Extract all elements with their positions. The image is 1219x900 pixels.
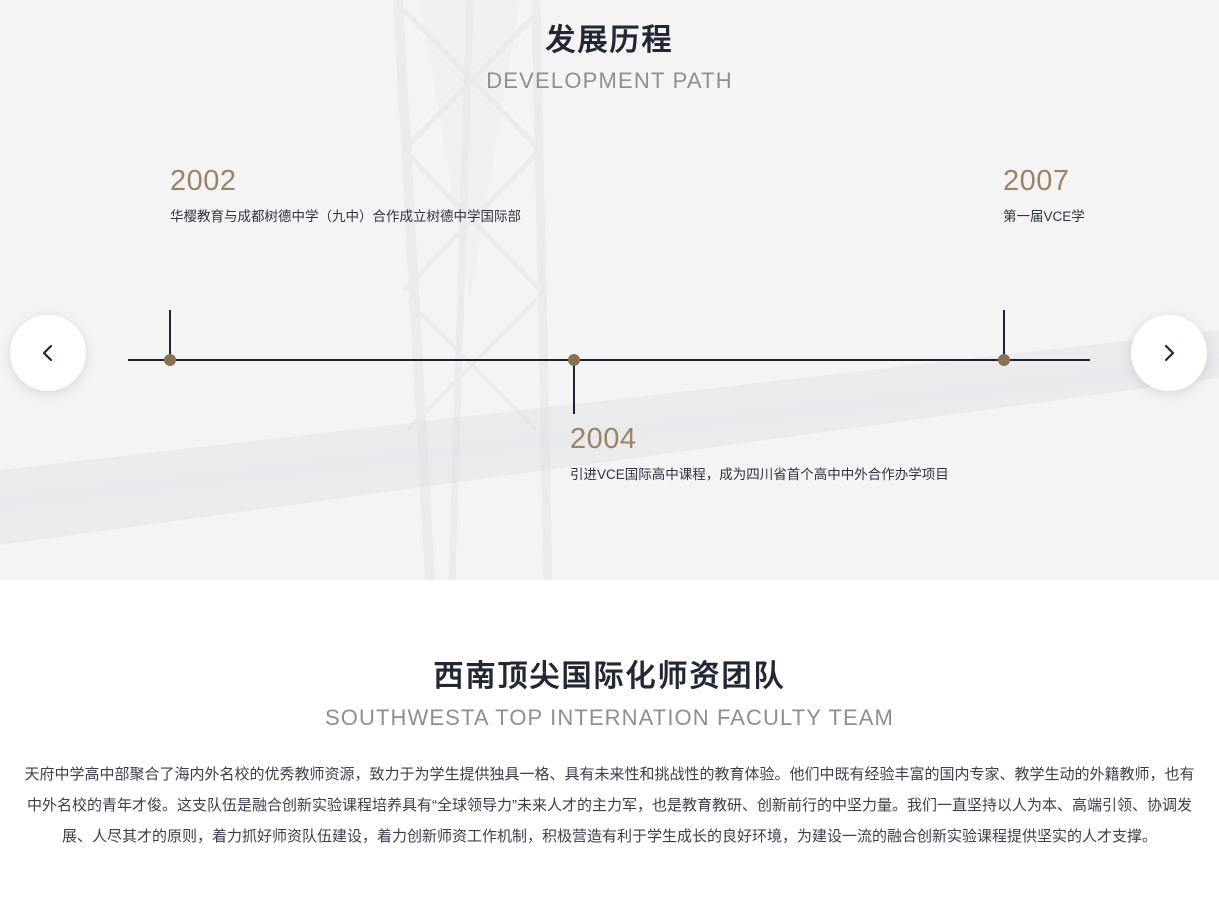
timeline-tick-1 [573, 361, 575, 414]
faculty-title: 西南顶尖国际化师资团队 [433, 660, 786, 693]
timeline-dot-0[interactable] [164, 354, 176, 366]
faculty-description: 天府中学高中部聚合了海内外名校的优秀教师资源，致力于为学生提供独具一格、具有未来… [24, 765, 1195, 845]
timeline-axis [128, 359, 1090, 361]
timeline-next-button[interactable] [1131, 315, 1207, 391]
timeline-desc-1: 引进VCE国际高中课程，成为四川省首个高中中外合作办学项目 [570, 467, 949, 483]
faculty-subtitle: SOUTHWESTA TOP INTERNATION FACULTY TEAM [325, 704, 894, 730]
timeline-year-0: 2002 [170, 165, 237, 197]
page-title: 发展历程 [545, 24, 674, 57]
timeline-dot-2[interactable] [998, 354, 1010, 366]
timeline-desc-0: 华樱教育与成都树德中学（九中）合作成立树德中学国际部 [170, 209, 521, 225]
timeline-entry-1[interactable]: 2004 引进VCE国际高中课程，成为四川省首个高中中外合作办学项目 [570, 424, 949, 486]
timeline-year-1: 2004 [570, 423, 637, 455]
timeline-year-2: 2007 [1003, 165, 1070, 197]
timeline-tick-2 [1003, 310, 1005, 360]
chevron-left-icon [42, 344, 53, 362]
timeline-desc-2: 第一届VCE学 [1003, 209, 1085, 225]
section-header: 发展历程 DEVELOPMENT PATH [0, 22, 1219, 94]
development-path-section: 发展历程 DEVELOPMENT PATH 2002 华樱教育与成都树德中学（九… [0, 0, 1219, 580]
timeline-entry-2[interactable]: 2007 第一届VCE学 [1003, 166, 1219, 228]
timeline-tick-0 [169, 310, 171, 360]
faculty-header: 西南顶尖国际化师资团队 SOUTHWESTA TOP INTERNATION F… [0, 580, 1219, 731]
chevron-right-icon [1164, 344, 1175, 362]
faculty-team-section: 西南顶尖国际化师资团队 SOUTHWESTA TOP INTERNATION F… [0, 580, 1219, 900]
timeline-dot-1[interactable] [568, 354, 580, 366]
timeline-prev-button[interactable] [10, 315, 86, 391]
page-subtitle: DEVELOPMENT PATH [486, 67, 733, 93]
timeline-entry-0[interactable]: 2002 华樱教育与成都树德中学（九中）合作成立树德中学国际部 [170, 166, 521, 228]
